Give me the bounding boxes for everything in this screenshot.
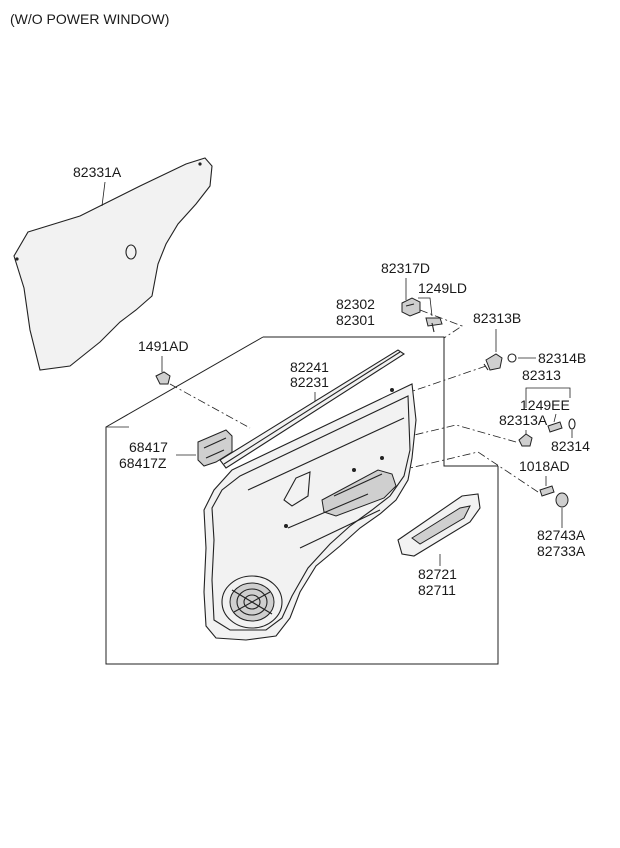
label-82313A: 82313A — [499, 412, 548, 428]
variant-header: (W/O POWER WINDOW) — [10, 11, 169, 27]
label-68417Z: 68417Z — [119, 455, 167, 471]
part-68417-bracket — [197, 429, 233, 467]
label-68417: 68417 — [129, 439, 168, 455]
label-82314: 82314 — [551, 438, 590, 454]
part-1018AD-screw — [539, 485, 555, 497]
frame-main — [105, 336, 499, 665]
part-82721-armrest-cover — [397, 493, 481, 557]
frame-right-step — [443, 380, 498, 467]
part-82331A-sealing-film — [13, 157, 213, 371]
label-82313B: 82313B — [473, 310, 521, 326]
label-82733A: 82733A — [537, 543, 586, 559]
part-82313A-clip — [518, 433, 533, 447]
part-82313B-clip — [483, 353, 503, 371]
label-82331A: 82331A — [73, 164, 122, 180]
label-82711: 82711 — [418, 582, 456, 598]
part-82302-door-trim-panel — [203, 383, 417, 641]
label-1018AD: 1018AD — [519, 458, 570, 474]
label-82231: 82231 — [290, 374, 329, 390]
frame-top — [263, 336, 445, 380]
part-1249LD-screw — [425, 317, 443, 333]
part-1249EE-screw — [547, 421, 563, 433]
part-82317D-bracket — [401, 297, 421, 317]
leader-82331A — [101, 181, 106, 207]
label-1249LD: 1249LD — [418, 280, 467, 296]
label-82721: 82721 — [418, 566, 457, 582]
part-82314B-ring — [507, 353, 517, 363]
label-82241: 82241 — [290, 359, 329, 375]
label-1491AD: 1491AD — [138, 338, 189, 354]
label-82313: 82313 — [522, 367, 561, 383]
part-82241-weatherstrip — [219, 349, 406, 469]
part-82314-grommet — [568, 418, 576, 430]
part-1491AD-clip — [155, 371, 171, 385]
label-82301: 82301 — [336, 312, 375, 328]
label-1249EE: 1249EE — [520, 397, 570, 413]
label-82743A: 82743A — [537, 527, 586, 543]
part-82743A-cap — [555, 492, 569, 508]
label-82314B: 82314B — [538, 350, 586, 366]
label-82317D: 82317D — [381, 260, 430, 276]
label-82302: 82302 — [336, 296, 375, 312]
